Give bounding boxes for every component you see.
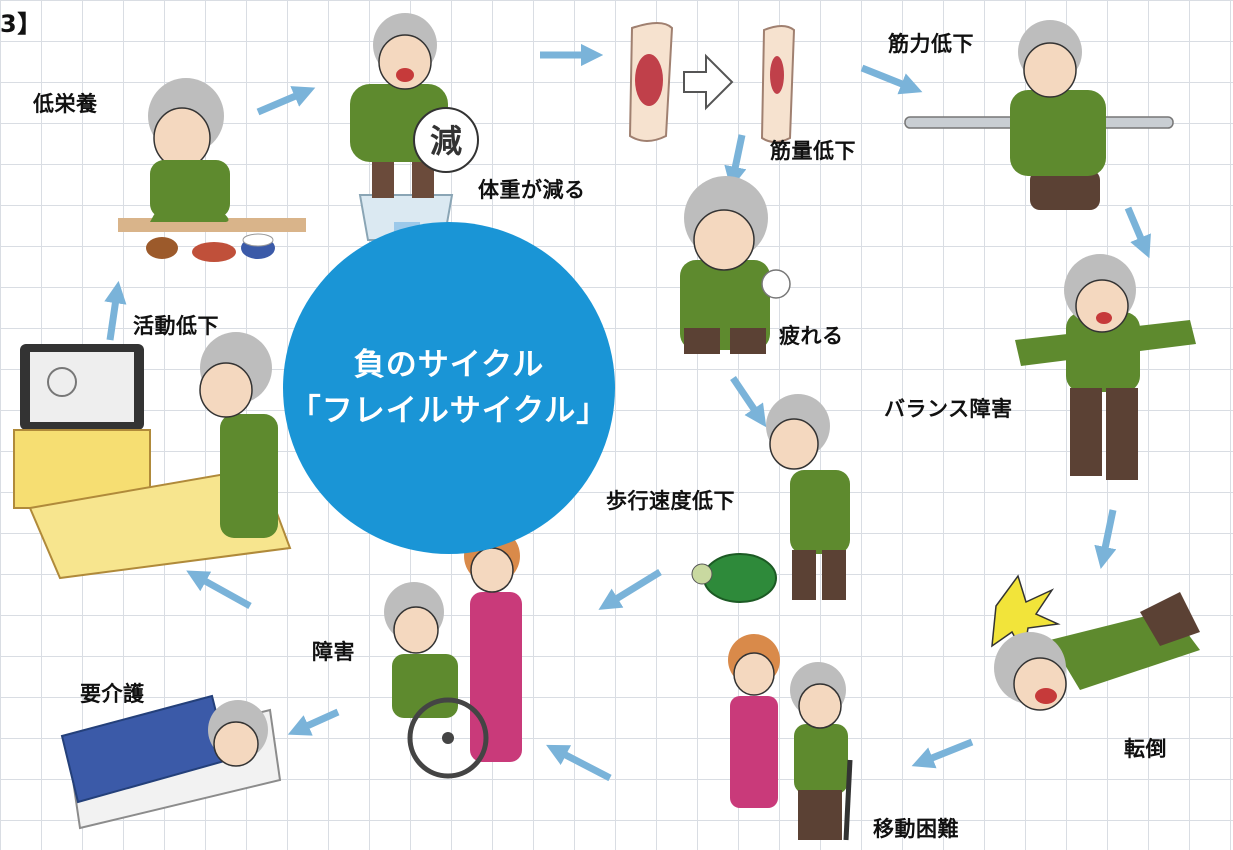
center-title-line2: 「フレイルサイクル」 xyxy=(289,393,609,429)
stage-label-mobility-difficulty: 移動困難 xyxy=(873,817,959,841)
walking-speed-illustration xyxy=(691,394,850,603)
center-title-line1: 負のサイクル xyxy=(353,346,545,383)
stage-label-balance-disorder: バランス障害 xyxy=(884,397,1013,421)
muscle-mass-illustration xyxy=(628,22,796,143)
arrow-nutrition-to-weight xyxy=(256,86,316,116)
arrow-walking-to-disability xyxy=(598,569,662,610)
stage-label-strength-loss: 筋力低下 xyxy=(888,32,974,56)
stage-label-walking-speed-loss: 歩行速度低下 xyxy=(606,489,735,513)
mobility-difficulty-illustration xyxy=(728,634,853,841)
disability-illustration xyxy=(384,528,522,779)
corner-label: 3】 xyxy=(0,10,42,38)
arrow-fall-to-mobility xyxy=(911,738,974,769)
stage-label-activity-loss: 活動低下 xyxy=(133,314,219,338)
strength-loss-illustration xyxy=(904,20,1174,210)
arrow-disability-to-care xyxy=(287,708,340,736)
fall-illustration xyxy=(991,574,1200,711)
stage-label-low-nutrition: 低栄養 xyxy=(33,92,98,116)
cycle-arrows xyxy=(104,43,1151,782)
stage-label-fatigue: 疲れる xyxy=(779,324,844,348)
stage-label-weight-loss: 体重が減る xyxy=(478,178,586,202)
activity-loss-illustration xyxy=(13,332,292,580)
stage-label-care-needed: 要介護 xyxy=(80,682,145,706)
arrow-mobility-to-disability xyxy=(546,744,612,782)
balance-disorder-illustration xyxy=(1015,254,1196,480)
stage-label-muscle-mass-loss: 筋量低下 xyxy=(770,139,856,163)
arrow-disability-to-activity xyxy=(186,570,252,610)
arrow-muscle-to-fatigue xyxy=(724,134,747,189)
care-needed-illustration xyxy=(60,694,282,830)
stage-label-disability: 障害 xyxy=(312,640,355,664)
center-cycle-circle: 負のサイクル 「フレイルサイクル」 xyxy=(283,222,615,554)
arrow-fatigue-to-walking xyxy=(730,376,767,428)
weight-loss-illustration: 減 xyxy=(350,13,479,241)
stage-label-fall: 転倒 xyxy=(1124,737,1167,761)
arrow-muscle-to-strength xyxy=(860,64,923,95)
low-nutrition-illustration xyxy=(118,78,306,262)
arrow-activity-to-nutrition xyxy=(104,280,127,341)
fatigue-illustration xyxy=(680,176,791,354)
reduce-mark: 減 xyxy=(430,122,462,160)
arrow-balance-to-fall xyxy=(1094,509,1117,569)
arrow-strength-to-balance xyxy=(1124,206,1151,259)
